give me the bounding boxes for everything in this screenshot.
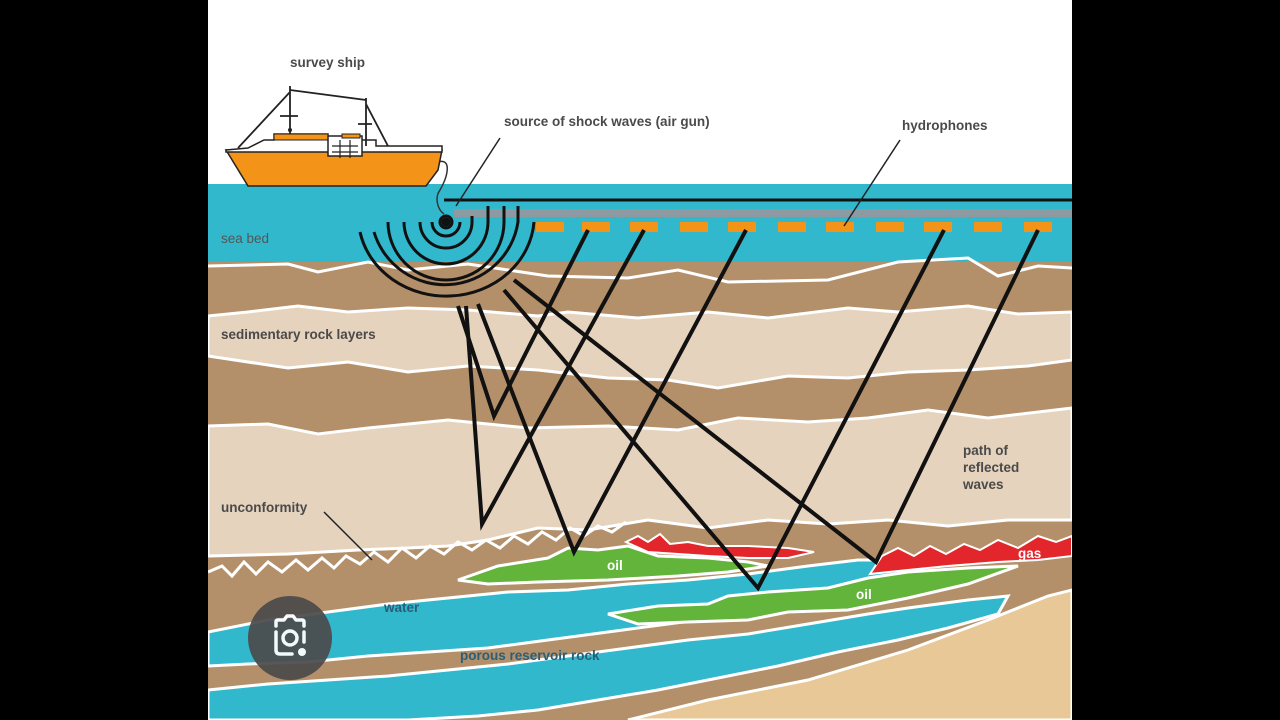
hydrophone (536, 222, 564, 232)
label-sedimentary-rock-layers: sedimentary rock layers (221, 327, 376, 342)
sea-bed-boundary (208, 256, 1072, 284)
hydrophone (924, 222, 952, 232)
gas-deposit-right (867, 534, 1072, 576)
ship-mast (289, 89, 389, 147)
label-oil-right: oil (856, 587, 872, 602)
label-oil-left: oil (607, 558, 623, 573)
unconformity-line (208, 520, 627, 579)
hydrophone (974, 222, 1002, 232)
wave-path (476, 229, 748, 557)
hydrophone (582, 222, 610, 232)
wave-path (512, 229, 1040, 566)
hydrophone (826, 222, 854, 232)
leader-line-source (455, 137, 501, 207)
hydrophone-cable (454, 209, 1072, 217)
google-lens-icon (274, 614, 306, 656)
wave-path (464, 229, 646, 531)
hydrophone-array (536, 222, 1052, 232)
seismic-survey-diagram (208, 86, 1072, 720)
shock-wave-arc (372, 206, 520, 287)
label-porous-reservoir-rock: porous reservoir rock (460, 648, 600, 663)
hydrophone (728, 222, 756, 232)
label-path-line3: waves (963, 477, 1004, 492)
wave-path (502, 229, 946, 592)
shock-wave-arc (418, 216, 474, 250)
air-gun-source (438, 214, 454, 230)
sand-layer (627, 588, 1072, 720)
shock-wave-arc (386, 206, 506, 282)
label-path-line2: reflected (963, 460, 1020, 475)
oil-deposit-right (607, 564, 1019, 626)
ship-cabin (273, 133, 329, 141)
leader-line-unconformity (323, 511, 373, 561)
hydrophone (680, 222, 708, 232)
shock-wave-arc (402, 206, 490, 266)
label-gas: gas (1018, 546, 1042, 561)
survey-ship (224, 86, 443, 187)
leader-line-hydrophones (843, 139, 901, 227)
google-lens-button[interactable] (248, 596, 332, 680)
shock-wave-arc (430, 221, 462, 238)
label-unconformity: unconformity (221, 500, 308, 515)
air-gun-hose (436, 160, 448, 215)
label-source: source of shock waves (air gun) (504, 114, 710, 129)
label-water: water (384, 600, 420, 615)
reflected-wave-paths (456, 229, 1040, 592)
porous-reservoir-rock (208, 594, 1011, 720)
hydrophone (1024, 222, 1052, 232)
label-hydrophones: hydrophones (902, 118, 988, 133)
shock-wave-arc (358, 221, 536, 298)
label-path-line1: path of (963, 443, 1008, 458)
hydrophone (876, 222, 904, 232)
label-sea-bed: sea bed (221, 231, 270, 246)
diagram-frame: survey ship source of shock waves (air g… (208, 0, 1072, 720)
ship-mast (237, 86, 298, 149)
oil-deposit-left (457, 544, 769, 586)
hydrophone (630, 222, 658, 232)
hydrophone (778, 222, 806, 232)
shock-waves (358, 206, 536, 298)
label-survey-ship: survey ship (290, 55, 366, 70)
